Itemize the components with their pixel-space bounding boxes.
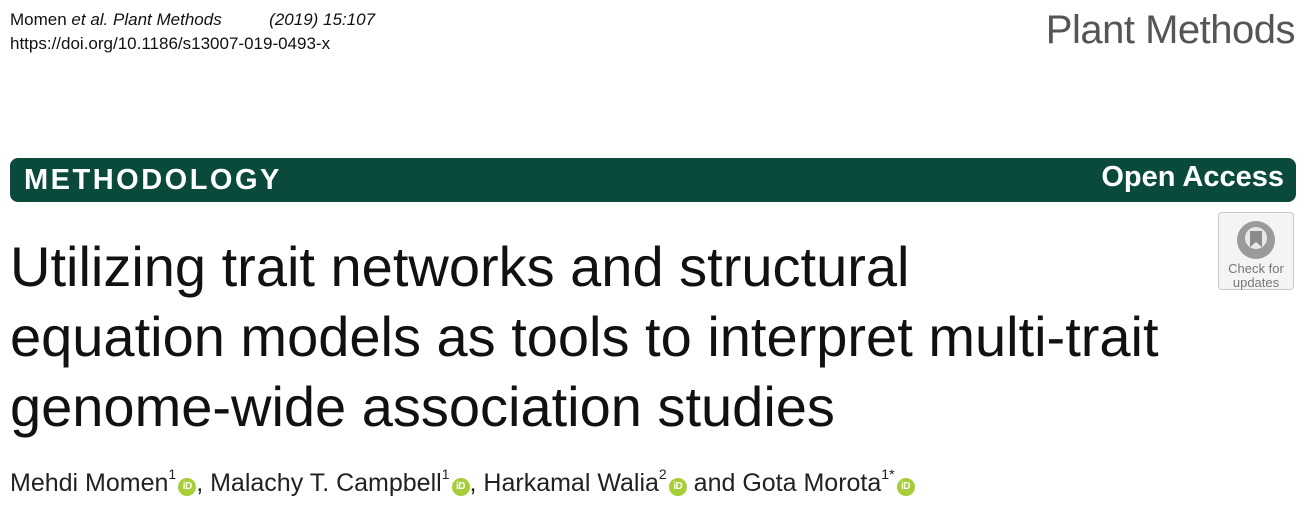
citation-year-volume: (2019) 15:107 bbox=[269, 10, 376, 29]
author-affiliation: 2 bbox=[658, 466, 667, 482]
author-affiliation: 1 bbox=[168, 466, 177, 482]
journal-name: Plant Methods bbox=[1045, 8, 1296, 52]
title-line: genome-wide association studies bbox=[10, 375, 835, 438]
title-line: Utilizing trait networks and structural bbox=[10, 235, 910, 298]
check-updates-label-2: updates bbox=[1232, 275, 1280, 290]
author-name: Harkamal Walia bbox=[483, 469, 659, 497]
article-title: Utilizing trait networks and structural … bbox=[10, 232, 1290, 442]
author-name: Malachy T. Campbell bbox=[210, 469, 442, 497]
citation-etal: et al. bbox=[71, 10, 109, 29]
author-affiliation: 1* bbox=[881, 466, 895, 482]
open-access-label: Open Access bbox=[1101, 161, 1284, 193]
author-separator: and bbox=[686, 469, 743, 497]
article-type-banner: METHODOLOGY Open Access bbox=[10, 158, 1296, 202]
orcid-icon[interactable]: iD bbox=[896, 478, 915, 496]
title-line: equation models as tools to interpret mu… bbox=[10, 305, 1159, 368]
author-separator: , bbox=[196, 469, 211, 497]
orcid-icon[interactable]: iD bbox=[451, 478, 470, 496]
orcid-icon[interactable]: iD bbox=[178, 478, 197, 496]
check-for-updates-button[interactable]: Check for updates bbox=[1218, 212, 1294, 290]
citation-block: Momen et al. Plant Methods (2019) 15:107… bbox=[10, 8, 375, 56]
citation-line: Momen et al. Plant Methods (2019) 15:107 bbox=[10, 8, 375, 32]
author-name: Mehdi Momen bbox=[10, 469, 169, 497]
check-updates-label-1: Check for bbox=[1228, 261, 1284, 276]
orcid-icon[interactable]: iD bbox=[668, 478, 687, 496]
author-name: Gota Morota bbox=[742, 469, 882, 497]
author-affiliation: 1 bbox=[441, 466, 450, 482]
doi-link[interactable]: https://doi.org/10.1186/s13007-019-0493-… bbox=[10, 34, 331, 53]
article-type: METHODOLOGY bbox=[24, 164, 282, 196]
citation-author: Momen bbox=[10, 10, 67, 29]
author-separator: , bbox=[469, 469, 484, 497]
author-list: Mehdi Momen1iD, Malachy T. Campbell1iD, … bbox=[10, 466, 915, 498]
citation-journal: Plant Methods bbox=[113, 10, 222, 29]
check-updates-icon bbox=[1237, 221, 1275, 259]
